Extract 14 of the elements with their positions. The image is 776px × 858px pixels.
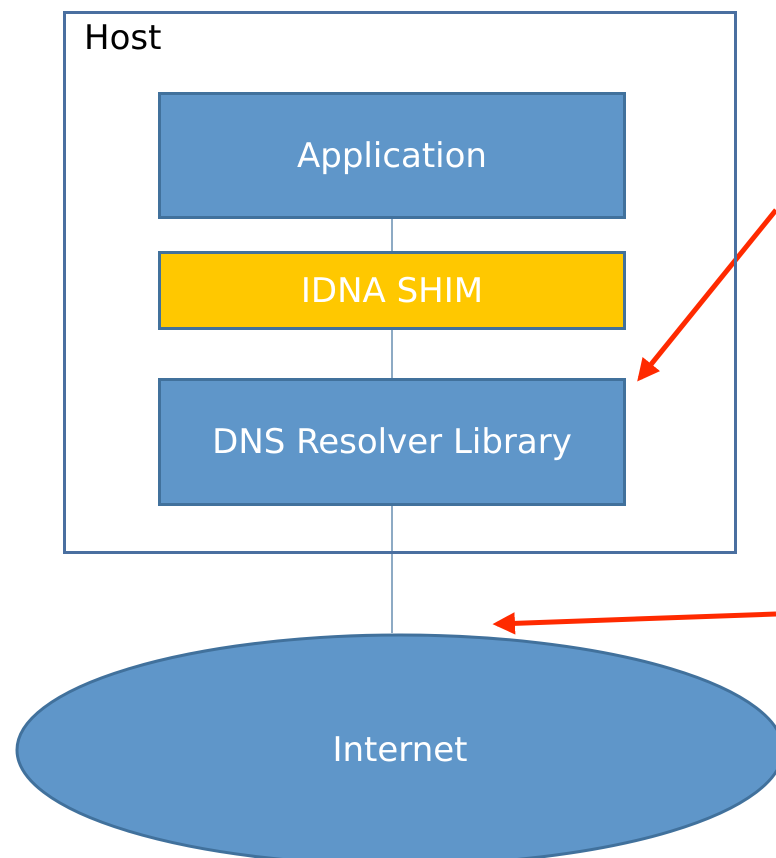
layer-label: IDNA SHIM <box>300 270 484 310</box>
layer-box <box>158 251 626 330</box>
layer-box <box>158 378 626 506</box>
pointer-arrow <box>637 208 776 382</box>
connector-line <box>391 506 393 633</box>
connector-line <box>391 219 393 251</box>
host-frame <box>63 11 737 554</box>
frame-title: Host <box>84 18 162 58</box>
layer-label: Internet <box>332 730 468 770</box>
layer-label: DNS Resolver Library <box>212 422 572 462</box>
pointer-arrow <box>492 612 776 635</box>
connector-line <box>391 330 393 378</box>
layer-label: Application <box>297 136 487 176</box>
layer-box <box>158 92 626 219</box>
